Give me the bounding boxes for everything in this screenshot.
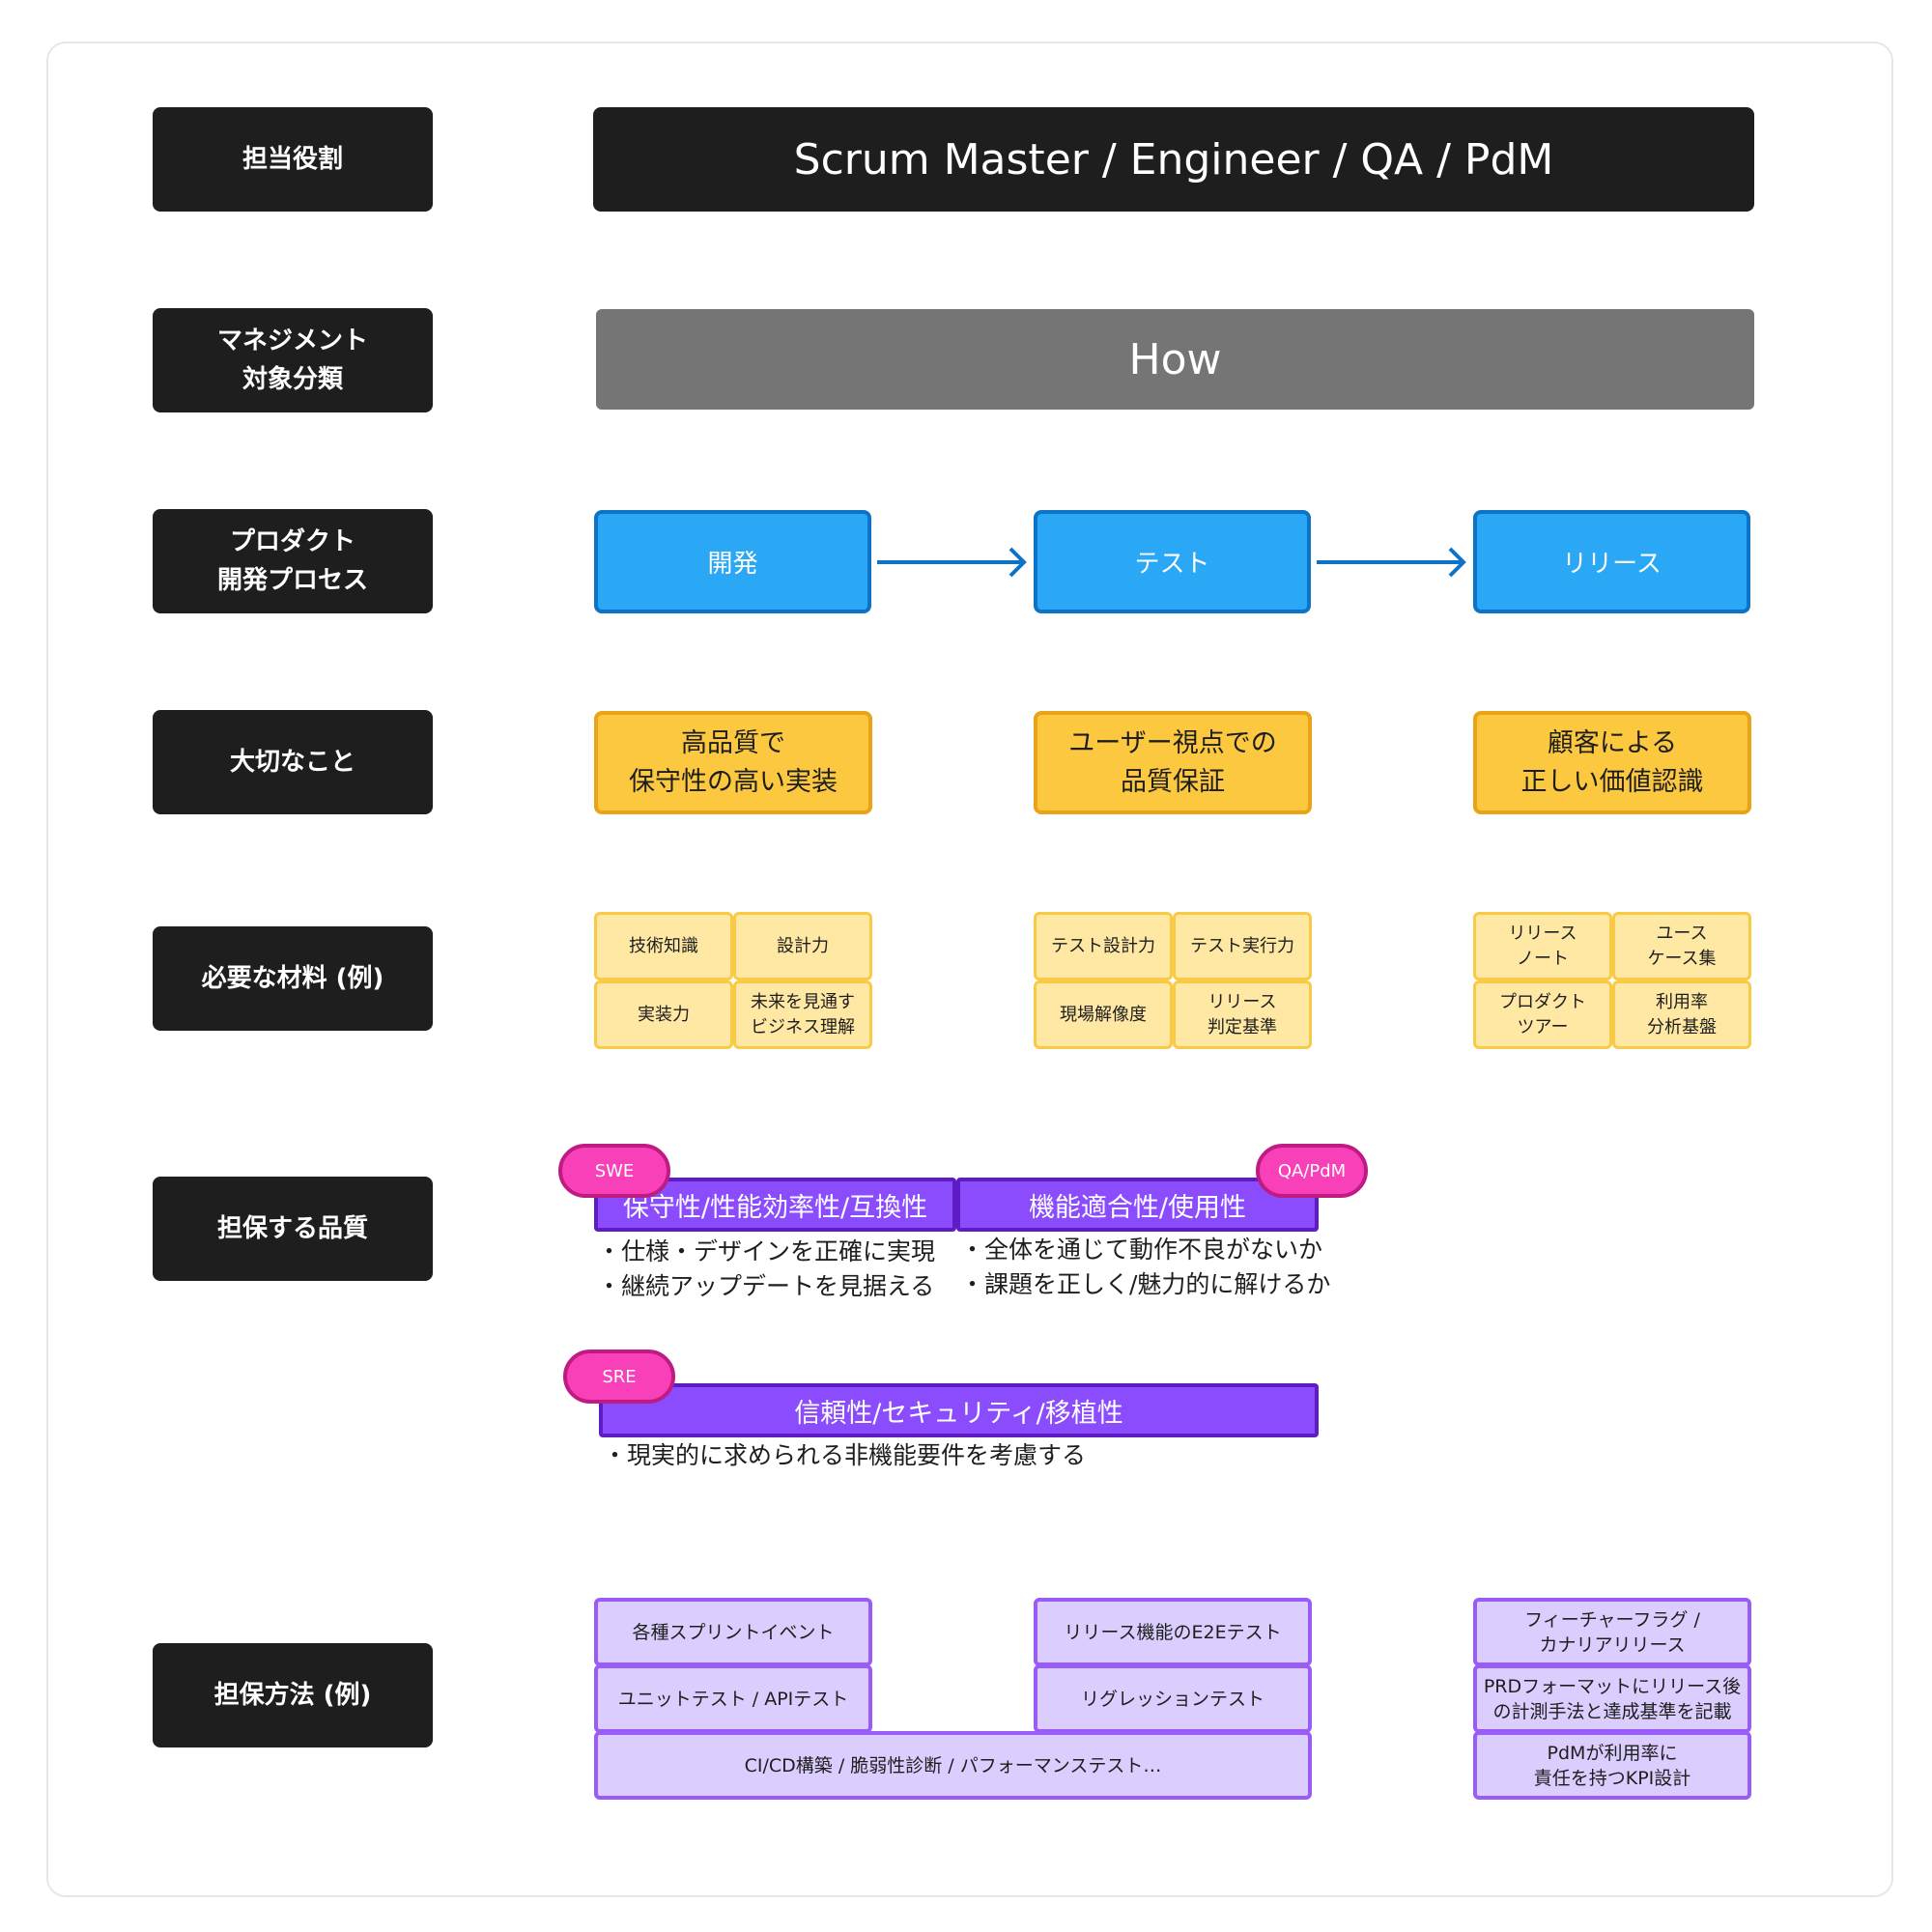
bullet-item: ・仕様・デザインを正確に実現 [597,1237,936,1265]
material-item: リリース ノート [1473,912,1612,980]
important-release: 顧客による 正しい価値認識 [1473,711,1751,814]
bullets-sre: ・現実的に求められる非機能要件を考慮する [603,1438,1086,1473]
material-item: テスト実行力 [1173,912,1312,980]
tag-sre: SRE [563,1350,675,1404]
materials-release: リリース ノート ユース ケース集 プロダクト ツアー 利用率 分析基盤 [1473,912,1751,1049]
bullet-item: ・現実的に求められる非機能要件を考慮する [603,1441,1087,1469]
important-development: 高品質で 保守性の高い実装 [594,711,872,814]
quality-bar-swe: 保守性/性能効率性/互換性 [594,1178,956,1232]
method-regression-test: リグレッションテスト [1034,1664,1312,1733]
tag-swe: SWE [558,1144,670,1198]
bullet-item: ・継続アップデートを見据える [597,1272,935,1300]
quality-bar-qa: 機能適合性/使用性 [956,1178,1319,1232]
row-label-management: マネジメント 対象分類 [153,308,433,412]
arrow-dev-to-test [877,547,1027,578]
row-label-role: 担当役割 [153,107,433,212]
method-prd-format: PRDフォーマットにリリース後 の計測手法と達成基準を記載 [1473,1664,1751,1733]
row-label-quality: 担保する品質 [153,1177,433,1281]
bullet-item: ・課題を正しく/魅力的に解けるか [960,1270,1331,1298]
method-e2e-test: リリース機能のE2Eテスト [1034,1598,1312,1666]
material-item: プロダクト ツアー [1473,980,1612,1049]
method-sprint-events: 各種スプリントイベント [594,1598,872,1666]
material-item: 技術知識 [594,912,733,980]
important-test: ユーザー視点での 品質保証 [1034,711,1312,814]
bullet-item: ・全体を通じて動作不良がないか [960,1236,1323,1264]
row-label-materials: 必要な材料 (例) [153,926,433,1031]
tag-qa-pdm: QA/PdM [1256,1144,1368,1198]
material-item: 利用率 分析基盤 [1612,980,1751,1049]
materials-development: 技術知識 設計力 実装力 未来を見通す ビジネス理解 [594,912,872,1049]
process-development: 開発 [594,510,871,613]
material-item: 設計力 [733,912,872,980]
bullets-qa: ・全体を通じて動作不良がないか ・課題を正しく/魅力的に解けるか [960,1233,1330,1302]
process-release: リリース [1473,510,1750,613]
bullets-swe: ・仕様・デザインを正確に実現 ・継続アップデートを見据える [597,1235,935,1304]
quality-bar-sre: 信頼性/セキュリティ/移植性 [599,1383,1319,1437]
material-item: テスト設計力 [1034,912,1173,980]
method-kpi-design: PdMが利用率に 責任を持つKPI設計 [1473,1731,1751,1800]
row-label-process: プロダクト 開発プロセス [153,509,433,613]
diagram-frame [46,42,1893,1897]
material-item: リリース 判定基準 [1173,980,1312,1049]
method-unit-api-test: ユニットテスト / APIテスト [594,1664,872,1733]
material-item: ユース ケース集 [1612,912,1751,980]
process-test: テスト [1034,510,1311,613]
method-feature-flag: フィーチャーフラグ / カナリアリリース [1473,1598,1751,1666]
role-bar: Scrum Master / Engineer / QA / PdM [593,107,1754,212]
arrow-test-to-release [1317,547,1466,578]
row-label-important: 大切なこと [153,710,433,814]
materials-test: テスト設計力 テスト実行力 現場解像度 リリース 判定基準 [1034,912,1312,1049]
method-cicd-shared: CI/CD構築 / 脆弱性診断 / パフォーマンステスト… [594,1731,1312,1800]
management-how-bar: How [596,309,1754,410]
material-item: 実装力 [594,980,733,1049]
material-item: 未来を見通す ビジネス理解 [733,980,872,1049]
row-label-methods: 担保方法 (例) [153,1643,433,1747]
material-item: 現場解像度 [1034,980,1173,1049]
